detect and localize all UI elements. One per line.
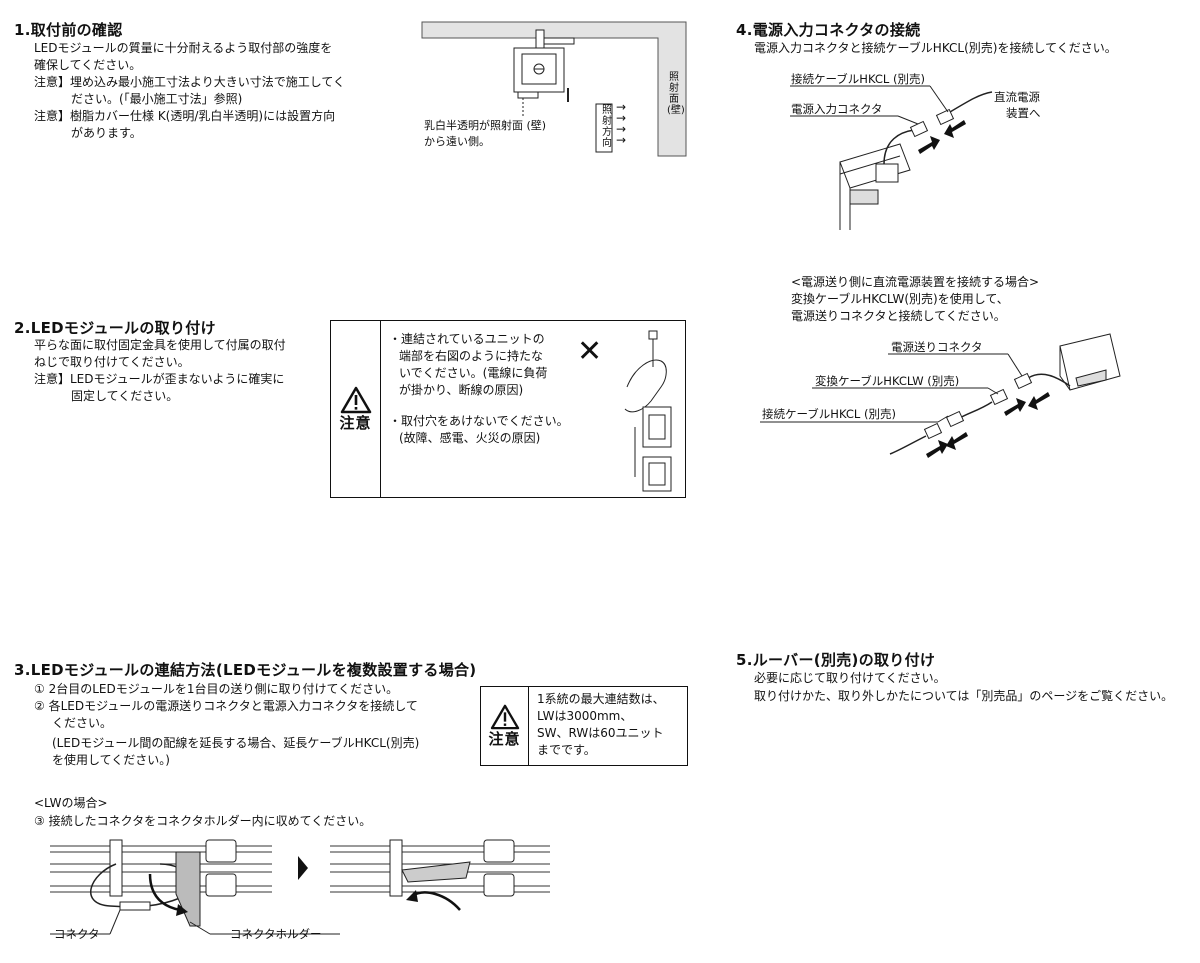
section-4-sub-line: 変換ケーブルHKCLW(別売)を使用して、	[791, 292, 1009, 306]
section-5-title: 5.ルーバー(別売)の取り付け	[736, 651, 936, 669]
dc-power-label: 直流電源	[994, 90, 1040, 104]
section-3-title: 3.LEDモジュールの連結方法(LEDモジュールを複数設置する場合)	[14, 661, 477, 679]
caution-word: 注意	[339, 414, 372, 432]
section-1-note: があります。	[71, 126, 142, 140]
connector-label: コネクタ	[54, 927, 100, 941]
section-3-step: (LEDモジュール間の配線を延長する場合、延長ケーブルHKCL(別売)	[52, 736, 420, 750]
section-2-note: 固定してください。	[71, 389, 179, 403]
prohibited-x-icon: ✕	[577, 334, 603, 369]
caution-line: (故障、感電、火災の原因)	[399, 431, 541, 445]
section-4-title: 4.電源入力コネクタの接続	[736, 21, 921, 39]
feed-connector-label: 電源送りコネクタ	[891, 340, 983, 354]
section-3-step-3: ③ 接続したコネクタをコネクタホルダー内に収めてください。	[34, 814, 372, 828]
caution-line: までです。	[537, 743, 596, 757]
connector-holder-label: コネクタホルダー	[230, 927, 322, 941]
power-input-connector-label: 電源入力コネクタ	[791, 102, 883, 116]
caution-line: いでください。(電線に負荷	[399, 366, 548, 380]
caution-icon-cell: 注意	[481, 687, 529, 765]
section-1-note: 注意】埋め込み最小施工寸法より大きい寸法で施工してく	[34, 75, 346, 89]
section-2-title: 2.LEDモジュールの取り付け	[14, 319, 216, 337]
section-2-line: 平らな面に取付固定金具を使用して付属の取付	[34, 338, 286, 352]
direction-arrows-icon: →→→→	[616, 100, 627, 147]
section-1-line: 確保してください。	[34, 58, 142, 72]
caution-box-2: 注意 1系統の最大連結数は、 LWは3000mm、 SW、RWは60ユニット ま…	[480, 686, 688, 766]
section-2-line: ねじで取り付けてください。	[34, 355, 190, 369]
section-4-line: 電源入力コネクタと接続ケーブルHKCL(別売)を接続してください。	[754, 41, 1117, 55]
figure-caption: から遠い側。	[424, 135, 490, 148]
section-3-step: ください。	[52, 716, 113, 730]
caution-box-1: 注意 ・連結されているユニットの 端部を右図のように持たな いでください。(電線…	[330, 320, 686, 498]
section-1-line: LEDモジュールの質量に十分耐えるよう取付部の強度を	[34, 41, 333, 55]
connection-cable-label-2: 接続ケーブルHKCL (別売)	[762, 407, 896, 421]
lw-connection-figure	[50, 839, 550, 935]
section-5-line: 取り付けかた、取り外しかたについては「別売品」のページをご覧ください。	[754, 689, 1174, 703]
section-1-title: 1.取付前の確認	[14, 21, 123, 39]
figure-caption: 乳白半透明が照射面 (壁)	[424, 119, 547, 132]
section-4-sub-line: 電源送りコネクタと接続してください。	[791, 309, 1006, 323]
hand-holding-unit-illustration	[624, 330, 672, 492]
caution-line: 端部を右図のように持たな	[399, 349, 544, 363]
section-3-step: ② 各LEDモジュールの電源送りコネクタと電源入力コネクタを接続して	[34, 699, 418, 713]
direction-label: 照射方向	[602, 105, 612, 149]
section-5-line: 必要に応じて取り付けてください。	[754, 671, 946, 685]
caution-word: 注意	[488, 730, 521, 748]
warning-triangle-icon	[490, 704, 519, 730]
section-4-sub-line: <電源送り側に直流電源装置を接続する場合>	[791, 275, 1040, 289]
caution-line: が掛かり、断線の原因)	[399, 383, 524, 397]
installation-direction-figure	[421, 21, 687, 157]
caution-line: LWは3000mm、	[537, 709, 633, 723]
section-1-note: 注意】樹脂カバー仕様 K(透明/乳白半透明)には設置方向	[34, 109, 336, 123]
caution-line: 1系統の最大連結数は、	[537, 692, 665, 706]
caution-line: SW、RWは60ユニット	[537, 726, 664, 740]
caution-icon-cell: 注意	[331, 321, 381, 497]
section-3-step: ① 2台目のLEDモジュールを1台目の送り側に取り付けてください。	[34, 682, 399, 696]
dc-power-label: 装置へ	[1006, 106, 1041, 120]
input-connector-figure	[790, 85, 993, 230]
section-3-step: を使用してください。)	[52, 753, 170, 767]
wall-label: 照射面(壁)	[667, 72, 685, 116]
lw-heading: <LWの場合>	[34, 796, 108, 810]
section-1-note: ださい。(「最小施工寸法」参照)	[71, 92, 243, 106]
feed-connector-figure	[760, 333, 1121, 458]
warning-triangle-icon	[340, 386, 371, 414]
connection-cable-label: 接続ケーブルHKCL (別売)	[791, 72, 925, 86]
caution-line: ・取付穴をあけないでください。	[389, 414, 569, 428]
section-2-note: 注意】LEDモジュールが歪まないように確実に	[34, 372, 285, 386]
conversion-cable-label: 変換ケーブルHKCLW (別売)	[815, 374, 960, 388]
caution-line: ・連結されているユニットの	[389, 332, 545, 346]
